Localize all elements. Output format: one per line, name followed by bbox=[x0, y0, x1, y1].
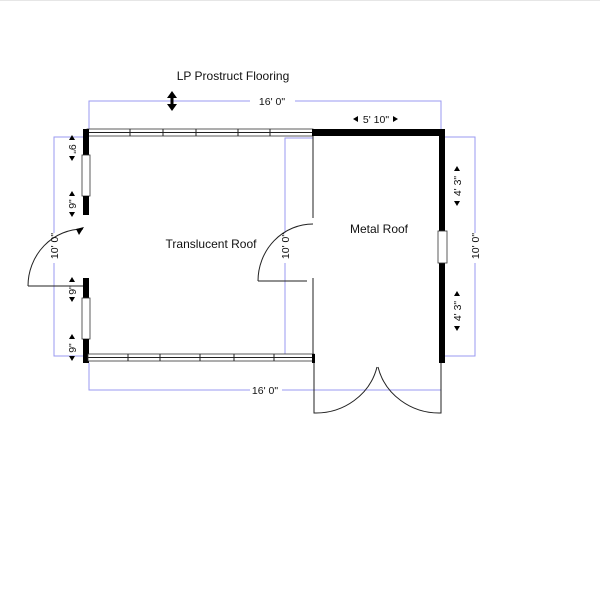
bottom-overall-dimension: 16' 0" bbox=[252, 385, 278, 397]
double-door-right bbox=[377, 363, 442, 414]
flooring-label: LP Prostruct Flooring bbox=[177, 69, 290, 83]
double-door-left bbox=[313, 363, 378, 414]
left-window-upper bbox=[81, 154, 91, 197]
middle-height-dimension: 10' 0" bbox=[280, 233, 292, 259]
left-lower-mid-dimension: 9" bbox=[67, 285, 79, 295]
left-wall-lower-mid bbox=[83, 278, 89, 298]
metal-top-wall bbox=[312, 129, 445, 136]
translucent-roof-label: Translucent Roof bbox=[166, 237, 258, 251]
left-bottom-dimension: 9" bbox=[67, 343, 79, 353]
right-upper-dimension: 4' 3" bbox=[452, 176, 464, 197]
doors bbox=[27, 223, 442, 414]
metal-width-dimension: 5' 10" bbox=[363, 114, 389, 126]
left-wall-upper-mid bbox=[83, 196, 89, 215]
left-wall-top bbox=[83, 129, 89, 155]
dimension-arrowheads bbox=[69, 116, 460, 361]
partition-door-swing bbox=[257, 223, 314, 282]
double-arrow-icon bbox=[167, 91, 177, 111]
left-height-dimension: 10' 0" bbox=[49, 233, 61, 259]
walls bbox=[81, 128, 448, 363]
right-height-dimension: 10' 0" bbox=[470, 233, 482, 259]
left-upper-mid-dimension: 9" bbox=[67, 199, 79, 209]
left-window-lower bbox=[81, 297, 91, 340]
left-top-wall-dimension: 9" bbox=[66, 144, 78, 154]
dimension-lines bbox=[53, 100, 476, 391]
right-lower-dimension: 4' 3" bbox=[452, 301, 464, 322]
top-overall-dimension: 16' 0" bbox=[259, 96, 285, 108]
metal-roof-label: Metal Roof bbox=[350, 222, 409, 236]
left-wall-bottom bbox=[83, 339, 89, 363]
right-window bbox=[437, 230, 448, 264]
left-door-swing bbox=[27, 228, 84, 287]
